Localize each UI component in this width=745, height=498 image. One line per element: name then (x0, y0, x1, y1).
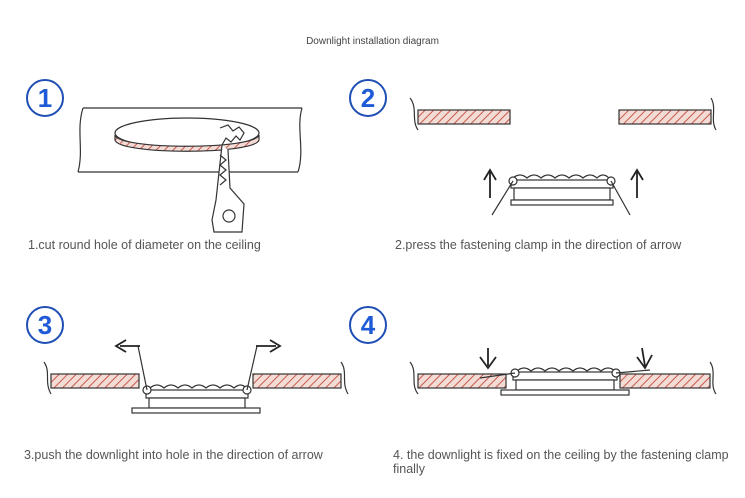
step-3-caption: 3.push the downlight into hole in the di… (24, 448, 323, 462)
step-1-number: 1 (26, 79, 64, 117)
step-2-number: 2 (349, 79, 387, 117)
step-4-number: 4 (349, 306, 387, 344)
step-1-caption: 1.cut round hole of diameter on the ceil… (28, 238, 261, 252)
step3-illustration (43, 339, 349, 414)
step-4-caption: 4. the downlight is fixed on the ceiling… (393, 448, 729, 476)
step-3-number: 3 (26, 306, 64, 344)
diagram-title: Downlight installation diagram (306, 36, 439, 47)
step2-illustration (409, 97, 717, 216)
step-2-caption: 2.press the fastening clamp in the direc… (395, 238, 682, 252)
step4-illustration (409, 347, 717, 396)
step1-illustration (77, 107, 303, 233)
